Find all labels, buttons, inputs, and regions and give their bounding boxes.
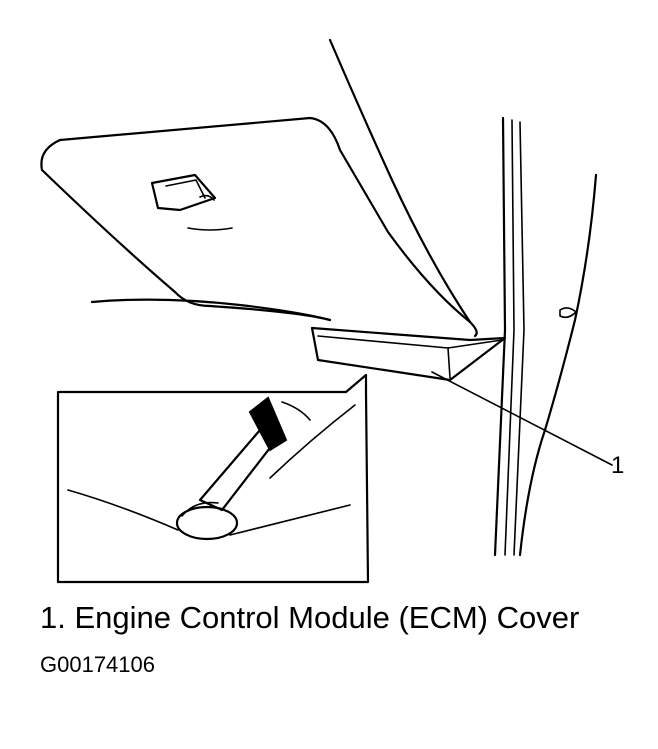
figure-caption: 1. Engine Control Module (ECM) Cover [40, 600, 580, 635]
ecm-cover-clip [175, 505, 239, 541]
door-pillar [328, 38, 598, 557]
callout-leader-line [431, 371, 613, 466]
figure-id: G00174106 [40, 652, 155, 677]
dashboard-panel [40, 116, 478, 338]
glovebox-latch [150, 173, 233, 231]
detail-inset [56, 373, 370, 584]
screwdriver-handle [248, 396, 288, 452]
ecm-cover [310, 326, 507, 382]
callout-number: 1 [611, 452, 625, 479]
